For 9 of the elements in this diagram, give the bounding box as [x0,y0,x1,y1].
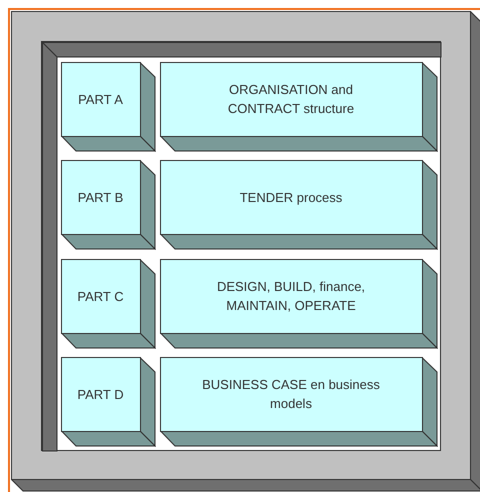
box-label: DESIGN, BUILD, finance, MAINTAIN, OPERATE [216,278,366,315]
box-label: PART C [77,288,124,306]
inner-panel [41,41,441,451]
box-label: BUSINESS CASE en business models [201,376,381,413]
box-label: ORGANISATION and CONTRACT structure [226,81,356,118]
box-label: PART A [78,90,123,108]
box-label: PART D [77,386,124,404]
box-label: PART B [78,188,124,206]
box-label: TENDER process [240,188,342,206]
